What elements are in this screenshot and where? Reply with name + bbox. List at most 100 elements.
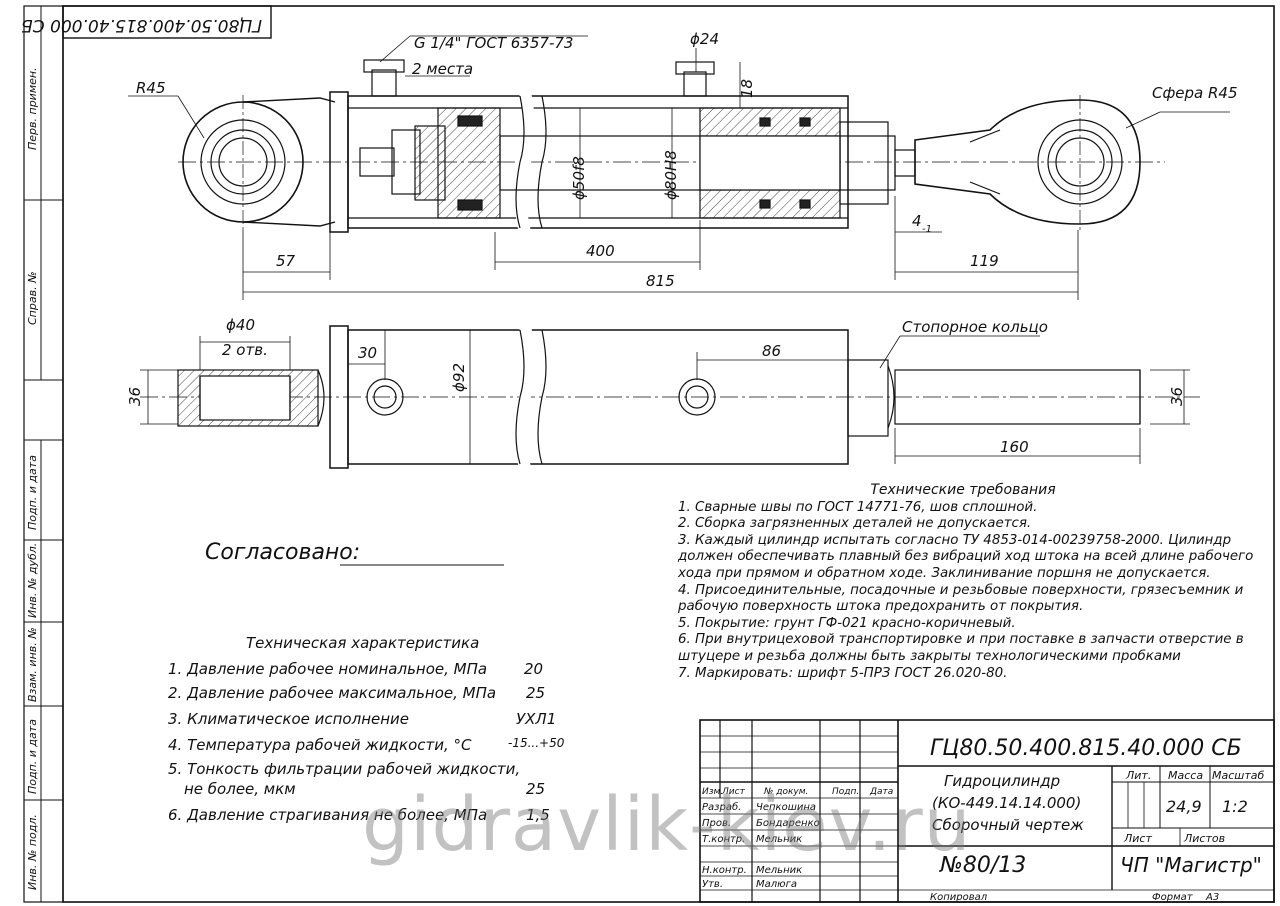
side-label-4: Инв. № дубл. bbox=[26, 543, 39, 618]
spec-row-value: 25 bbox=[526, 780, 546, 798]
mass-value: 24,9 bbox=[1166, 797, 1202, 816]
title-doc-code: ГЦ80.50.400.815.40.000 СБ bbox=[930, 736, 1242, 761]
role-ncontrol: Н.контр. bbox=[702, 865, 747, 876]
tech-requirements-title: Технические требования bbox=[870, 482, 1056, 498]
drawing-frame bbox=[23, 5, 1275, 903]
dim-119: 119 bbox=[970, 252, 999, 270]
d40-callout: ϕ40 bbox=[226, 316, 255, 334]
spec-row-label: 3. Климатическое исполнение bbox=[168, 710, 410, 728]
spec-row-value: 25 bbox=[526, 684, 546, 702]
format-value: А3 bbox=[1205, 892, 1219, 903]
spec-row-value: -15...+50 bbox=[508, 736, 565, 750]
title-block-text: ГЦ80.50.400.815.40.000 СБ Гидроцилиндр (… bbox=[702, 736, 1264, 903]
name-approved: Малюга bbox=[756, 879, 797, 890]
tech-req-line: 6. При внутрицеховой транспортировке и п… bbox=[678, 632, 1244, 648]
name-checker: Бондаренко bbox=[756, 818, 820, 829]
dim-815: 815 bbox=[646, 272, 675, 290]
dim-30: 30 bbox=[358, 344, 377, 362]
side-label-6: Подп. и дата bbox=[26, 719, 39, 794]
sphere-callout: Сфера R45 bbox=[1152, 84, 1238, 102]
tech-spec-title: Техническая характеристика bbox=[246, 634, 480, 652]
side-label-3: Подп. и дата bbox=[26, 455, 39, 530]
company-name: ЧП "Магистр" bbox=[1120, 853, 1262, 877]
copied-label: Копировал bbox=[930, 892, 988, 903]
spec-row-label: 6. Давление страгивания не более, МПа bbox=[168, 806, 488, 824]
spec-row-label: 2. Давление рабочее максимальное, МПа bbox=[168, 684, 497, 702]
mass-label: Масса bbox=[1168, 769, 1203, 782]
cylinder-section-view bbox=[178, 59, 1165, 234]
thread-callout: G 1/4" ГОСТ 6357-73 bbox=[414, 34, 573, 52]
dimensions-bottom bbox=[140, 330, 1190, 464]
side-label-5: Взам. инв. № bbox=[26, 627, 39, 702]
dim-18: 18 bbox=[738, 79, 756, 98]
spec-row-value: 1,5 bbox=[526, 806, 550, 824]
dim-36-left: 36 bbox=[126, 387, 144, 406]
agreed-label: Согласовано: bbox=[205, 540, 361, 565]
dim-4-tol: -1 bbox=[922, 224, 932, 235]
col-header-list: Лист bbox=[721, 787, 746, 797]
side-labels: Перв. примен. Справ. № Подп. и дата Инв.… bbox=[26, 67, 39, 890]
col-header-sign: Подп. bbox=[832, 787, 859, 797]
tech-req-line: 2. Сборка загрязненных деталей не допуск… bbox=[678, 516, 1032, 532]
side-label-2: Справ. № bbox=[26, 271, 39, 325]
doc-code-stamp: ГЦ80.50.400.815.40.000 СБ bbox=[21, 15, 262, 35]
tech-req-line: 5. Покрытие: грунт ГФ-021 красно-коричне… bbox=[678, 615, 1016, 631]
r45-left-callout: R45 bbox=[136, 79, 166, 97]
title-name-3: Сборочный чертеж bbox=[932, 816, 1084, 834]
dim-86: 86 bbox=[762, 342, 781, 360]
tech-req-line: штуцере и резьба должны быть закрыты тех… bbox=[678, 648, 1181, 664]
d24-callout: ϕ24 bbox=[690, 30, 719, 48]
holes-callout: 2 отв. bbox=[222, 341, 268, 359]
name-ncontrol: Мельник bbox=[756, 865, 802, 876]
spec-row-value: УХЛ1 bbox=[516, 710, 557, 728]
col-header-izm: Изм. bbox=[702, 787, 723, 797]
dimension-labels-bottom: ϕ40 2 отв. 30 86 ϕ92 36 36 160 Стопорное… bbox=[126, 316, 1186, 456]
dimensions-top bbox=[128, 35, 1230, 300]
d50-callout: ϕ50f8 bbox=[570, 156, 588, 200]
spec-row-label: 1. Давление рабочее номинальное, МПа bbox=[168, 660, 488, 678]
title-block-grid bbox=[699, 719, 1275, 903]
tech-req-line: хода при прямом и обратном ходе. Заклини… bbox=[678, 565, 1211, 581]
tech-req-line: рабочую поверхность штока предохранить о… bbox=[678, 599, 1084, 615]
role-tcontrol: Т.контр. bbox=[702, 834, 745, 845]
spec-row-label: 5. Тонкость фильтрации рабочей жидкости, bbox=[168, 760, 521, 778]
role-developer: Разраб. bbox=[702, 801, 741, 813]
dim-4: 4 bbox=[912, 212, 922, 230]
role-approved: Утв. bbox=[702, 879, 723, 890]
side-label-1: Перв. примен. bbox=[26, 67, 39, 150]
spec-row-label: не более, мкм bbox=[184, 780, 296, 798]
lit-label: Лит. bbox=[1125, 769, 1151, 782]
watermark: gidravlik-kiev.ru bbox=[362, 782, 972, 868]
order-number: №80/13 bbox=[939, 853, 1026, 878]
side-label-7: Инв. № подл. bbox=[26, 814, 39, 890]
d92-callout: ϕ92 bbox=[450, 363, 468, 392]
sheet-label: Лист bbox=[1123, 832, 1152, 845]
dimension-labels-top: G 1/4" ГОСТ 6357-73 2 места ϕ24 18 R45 С… bbox=[136, 30, 1238, 290]
dim-57: 57 bbox=[276, 252, 296, 270]
scale-value: 1:2 bbox=[1222, 797, 1248, 816]
col-header-date: Дата bbox=[869, 787, 893, 797]
name-tcontrol: Мельник bbox=[756, 834, 802, 845]
tech-requirements: Технические требования 1. Сварные швы по… bbox=[678, 482, 1254, 682]
dim-160: 160 bbox=[1000, 438, 1029, 456]
dim-36-right: 36 bbox=[1168, 387, 1186, 406]
spec-row-value: 20 bbox=[524, 660, 544, 678]
d80-callout: ϕ80H8 bbox=[662, 150, 680, 200]
tech-req-line: 4. Присоединительные, посадочные и резьб… bbox=[678, 582, 1244, 598]
col-header-doc: № докум. bbox=[763, 787, 808, 797]
tech-req-line: должен обеспечивать плавный без вибраций… bbox=[678, 549, 1254, 565]
scale-label: Масштаб bbox=[1212, 769, 1264, 782]
dim-400: 400 bbox=[586, 242, 615, 260]
tech-req-line: 7. Маркировать: шрифт 5-ПРЗ ГОСТ 26.020-… bbox=[678, 665, 1008, 681]
title-name-2: (КО-449.14.14.000) bbox=[932, 794, 1081, 812]
tech-req-line: 3. Каждый цилиндр испытать согласно ТУ 4… bbox=[678, 532, 1232, 548]
name-developer: Чепкошина bbox=[756, 802, 816, 813]
cylinder-outer-view bbox=[140, 324, 1200, 470]
sheets-label: Листов bbox=[1183, 832, 1225, 845]
places-callout: 2 места bbox=[412, 60, 473, 78]
role-checker: Пров. bbox=[702, 818, 731, 829]
tech-req-line: 1. Сварные швы по ГОСТ 14771-76, шов спл… bbox=[678, 499, 1038, 515]
format-label: Формат bbox=[1152, 892, 1194, 903]
spec-row-label: 4. Температура рабочей жидкости, °С bbox=[168, 736, 472, 754]
